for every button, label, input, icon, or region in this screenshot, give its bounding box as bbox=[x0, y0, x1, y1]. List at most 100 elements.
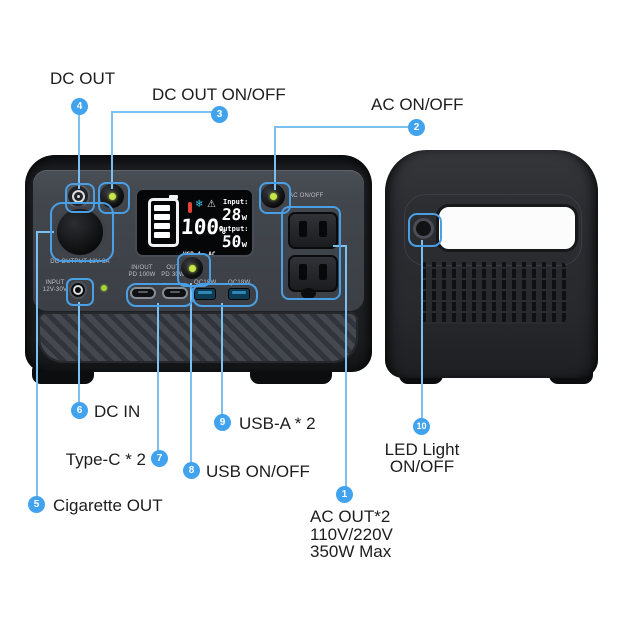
outlet-slot bbox=[319, 264, 327, 280]
warning-icon: ⚠ bbox=[207, 199, 216, 210]
label-cigarette-out: Cigarette OUT bbox=[53, 496, 163, 515]
typec2-label-line2: PD 30W bbox=[161, 272, 185, 278]
usba-port-2 bbox=[228, 288, 250, 300]
badge-3: 3 bbox=[211, 106, 228, 123]
ventilation-grille bbox=[420, 262, 566, 324]
label-led-light: LED Light ON/OFF bbox=[377, 441, 467, 475]
typec1-label-line2: PD 100W bbox=[128, 272, 156, 278]
callout-line bbox=[190, 283, 192, 463]
label-ac-on-off: AC ON/OFF bbox=[371, 95, 464, 114]
badge-9: 9 bbox=[214, 414, 231, 431]
label-typec: Type-C * 2 bbox=[65, 450, 146, 469]
outlet-slot bbox=[299, 221, 307, 237]
callout-line bbox=[78, 113, 80, 189]
temperature-icon bbox=[188, 202, 192, 213]
callout-box-ac-outlets bbox=[281, 206, 341, 300]
ac-outlet-1 bbox=[288, 212, 338, 249]
outlet-slot bbox=[319, 221, 327, 237]
label-ac-out-line1: AC OUT*2 bbox=[310, 507, 391, 526]
battery-percent: 100% bbox=[180, 215, 225, 239]
dc-in-led bbox=[101, 285, 107, 291]
label-ac-out-line2: 110V/220V bbox=[310, 524, 393, 544]
callout-line bbox=[421, 240, 423, 419]
callout-box-led-button bbox=[408, 213, 442, 247]
callout-line bbox=[111, 111, 212, 113]
badge-5: 5 bbox=[28, 496, 45, 513]
callout-box-dc-out-button bbox=[98, 182, 130, 214]
screen-input-value: 28w bbox=[217, 205, 247, 225]
callout-box-dc-out bbox=[65, 183, 95, 213]
typec1-label: IN/OUT PD 100W bbox=[124, 265, 160, 279]
dc-out-jack-pin bbox=[76, 194, 80, 198]
typec2-label: OUT PD 30W bbox=[158, 265, 188, 279]
output-watts-unit: w bbox=[241, 240, 247, 250]
badge-10: 10 bbox=[413, 418, 430, 435]
callout-box-dc-in bbox=[66, 278, 94, 306]
dc-input-label-line2: 12V-30V bbox=[42, 287, 68, 293]
badge-2: 2 bbox=[408, 119, 425, 136]
typec1-label-line1: IN/OUT bbox=[131, 265, 153, 271]
dc-in-jack bbox=[69, 281, 87, 299]
label-usba: USB-A * 2 bbox=[239, 414, 316, 433]
outlet-screw-hole bbox=[301, 288, 316, 299]
dc-out-jack-ring bbox=[71, 189, 85, 203]
lcd-screen: ❄ ⚠ Input: 28w 100% USB-A AC USB-C DC Ou… bbox=[135, 188, 254, 257]
callout-box-ac-button bbox=[259, 182, 291, 214]
battery-icon bbox=[148, 195, 179, 247]
callout-line bbox=[274, 126, 409, 128]
battery-bar bbox=[154, 223, 170, 229]
label-ac-out: AC OUT*2 110V/220V 350W Max bbox=[310, 508, 393, 561]
usb-on-off-button bbox=[181, 257, 203, 279]
dc-input-label: INPUT 12V-30V bbox=[40, 280, 70, 294]
callout-line bbox=[274, 126, 276, 190]
label-dc-out-on-off: DC OUT ON/OFF bbox=[152, 85, 286, 104]
callout-line bbox=[221, 303, 223, 415]
label-dc-in: DC IN bbox=[94, 402, 141, 421]
screen-output-label: Output: bbox=[219, 225, 249, 233]
ac-outlet-2 bbox=[288, 255, 338, 292]
dc-out-button-led bbox=[108, 192, 116, 200]
ac-button-led bbox=[269, 192, 277, 200]
ac-button-label: AC ON/OFF bbox=[289, 193, 324, 199]
screen-output-value: 50w bbox=[217, 232, 247, 252]
input-watts-unit: w bbox=[241, 213, 247, 223]
outlet-slot bbox=[299, 264, 307, 280]
battery-bar bbox=[154, 232, 170, 238]
callout-line bbox=[157, 303, 159, 451]
snowflake-icon: ❄ bbox=[195, 199, 204, 210]
label-ac-out-line3: 350W Max bbox=[310, 542, 392, 561]
badge-4: 4 bbox=[71, 98, 88, 115]
callout-box-usba bbox=[192, 283, 258, 307]
screen-input-label: Input: bbox=[223, 198, 249, 206]
cigarette-port-label: DC OUTPUT 12V-8A bbox=[50, 259, 110, 265]
label-usb-on-off: USB ON/OFF bbox=[206, 462, 310, 481]
battery-bar bbox=[154, 205, 170, 211]
output-watts: 50 bbox=[221, 232, 243, 251]
battery-bar bbox=[154, 214, 170, 220]
usb-button-led bbox=[188, 264, 196, 272]
typec-port-1 bbox=[130, 287, 156, 299]
led-light-panel bbox=[436, 204, 578, 252]
callout-box-cigarette bbox=[50, 202, 114, 262]
dc-input-label-line1: INPUT bbox=[45, 280, 65, 286]
badge-7: 7 bbox=[151, 450, 168, 467]
callout-line bbox=[345, 245, 347, 487]
front-hatch-texture bbox=[38, 312, 358, 363]
battery-icon-tab bbox=[169, 195, 178, 199]
led-light-button bbox=[413, 218, 434, 239]
cigarette-lighter-port bbox=[54, 206, 106, 258]
badge-1: 1 bbox=[336, 486, 353, 503]
callout-line bbox=[36, 231, 54, 233]
callout-line bbox=[111, 111, 113, 189]
battery-percent-value: 100 bbox=[180, 215, 220, 239]
dc-in-jack-ring bbox=[73, 285, 83, 295]
typec-port-2 bbox=[162, 287, 188, 299]
typec2-label-line1: OUT bbox=[166, 265, 180, 271]
label-dc-out: DC OUT bbox=[50, 69, 116, 88]
badge-6: 6 bbox=[71, 402, 88, 419]
callout-line bbox=[36, 231, 38, 497]
callout-box-usb-button bbox=[177, 253, 211, 287]
callout-line bbox=[78, 302, 80, 403]
badge-8: 8 bbox=[183, 462, 200, 479]
